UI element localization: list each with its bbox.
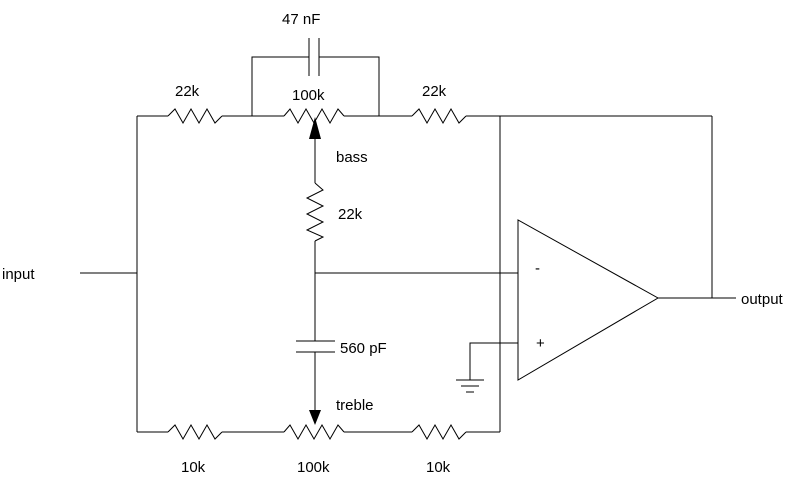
output-label: output — [741, 291, 784, 308]
resistor-10k-bottom-right: 10k — [411, 423, 467, 476]
bass-wiper-arrow — [309, 117, 321, 139]
potentiometer-treble-100k: 100k — [283, 423, 345, 476]
capacitor-47nf: 47 nF — [251, 11, 380, 116]
resistor-22k-top-left-label: 22k — [175, 83, 200, 100]
resistor-22k-top-right: 22k — [411, 83, 467, 125]
treble-label: treble — [336, 397, 374, 414]
resistor-22k-middle-label: 22k — [338, 206, 363, 223]
output-node: output — [658, 291, 784, 308]
resistor-10k-bottom-left: 10k — [167, 423, 223, 476]
op-amp-minus-label: - — [535, 260, 540, 277]
potentiometer-treble-100k-label: 100k — [297, 459, 330, 476]
potentiometer-bass-100k-label: 100k — [292, 87, 325, 104]
treble-wiper-arrow — [309, 410, 321, 425]
capacitor-47nf-label: 47 nF — [282, 11, 320, 28]
op-amp-triangle — [517, 219, 660, 381]
input-node: input — [2, 266, 137, 283]
resistor-22k-middle: 22k — [305, 182, 363, 242]
potentiometer-bass-100k: 100k — [283, 87, 345, 125]
capacitor-560pf: 560 pF — [296, 340, 387, 357]
op-amp: - + — [517, 219, 660, 381]
resistor-10k-bottom-right-label: 10k — [426, 459, 451, 476]
bass-wiper: bass — [309, 117, 368, 183]
input-label: input — [2, 266, 35, 283]
capacitor-560pf-label: 560 pF — [340, 340, 387, 357]
resistor-22k-top-right-label: 22k — [422, 83, 447, 100]
treble-wiper: treble — [309, 397, 374, 425]
resistor-22k-top-left: 22k — [167, 83, 223, 125]
resistor-10k-bottom-left-label: 10k — [181, 459, 206, 476]
ground — [456, 342, 518, 393]
op-amp-plus-label: + — [536, 335, 545, 352]
bass-label: bass — [336, 149, 368, 166]
